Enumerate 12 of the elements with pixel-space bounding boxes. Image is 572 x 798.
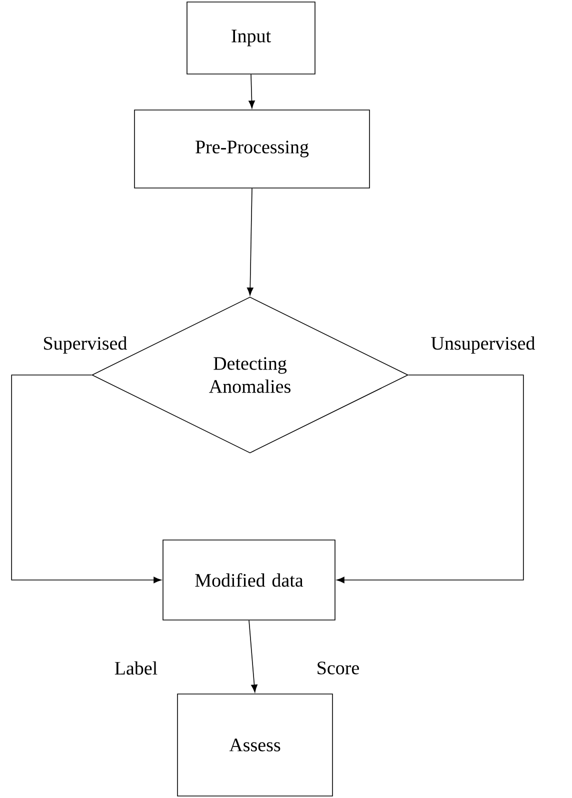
label: Score <box>318 662 359 674</box>
process-box: Pre-Processing <box>134 110 370 188</box>
arrow <box>336 374 524 584</box>
process-box: Input <box>186 2 316 74</box>
arrow <box>11 374 162 584</box>
process-box: Modified data <box>162 540 336 620</box>
label: Label <box>114 661 158 675</box>
edge-label: Unsupervised <box>430 335 536 355</box>
arrow <box>248 74 255 108</box>
arrow <box>246 188 254 296</box>
process-box: Assess <box>177 694 333 796</box>
arrow <box>248 620 258 692</box>
